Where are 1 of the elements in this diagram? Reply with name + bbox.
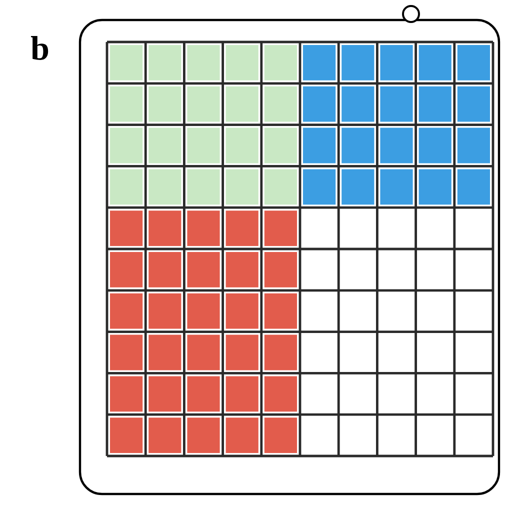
panel-label: b [31, 36, 48, 60]
